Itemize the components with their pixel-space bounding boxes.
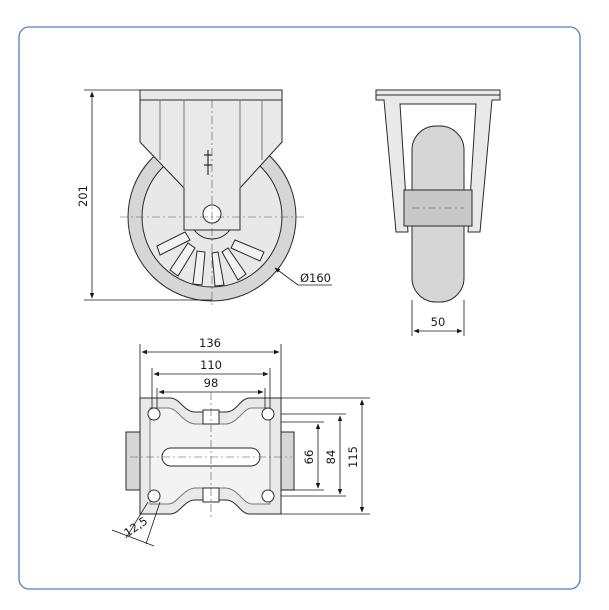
dim-wheel-width-label: 50: [431, 315, 446, 329]
frame-border: [18, 26, 581, 590]
mounting-holes: [147, 407, 275, 503]
hole-bottom-left: [147, 489, 161, 503]
fork-bracket: [139, 89, 283, 231]
dim-hole-spacing-inner-x-label: 98: [204, 376, 219, 390]
dim-hole-spacing-inner-y-label: 66: [302, 450, 316, 465]
side-view: [120, 89, 304, 305]
dim-hole-spacing-inner-y: [281, 421, 324, 491]
dim-hole-spacing-outer-x: [151, 368, 271, 408]
dim-hole-diameter: [111, 501, 161, 547]
top-view-plate: [125, 392, 295, 520]
hole-bottom-right: [261, 489, 275, 503]
wheel-spokes: [156, 231, 265, 287]
fork-front: [375, 89, 501, 233]
dim-wheel-diameter-label: Ø160: [300, 271, 331, 285]
brand-mark: [204, 150, 212, 175]
hole-top-left: [147, 407, 161, 421]
dim-plate-width-label: 136: [199, 336, 221, 350]
dim-wheel-width: [411, 300, 465, 336]
dim-wheel-diameter: [274, 267, 332, 286]
dim-hole-spacing-outer-y: [281, 413, 346, 497]
dim-hole-spacing-outer-y-label: 84: [324, 450, 338, 465]
dim-hole-spacing-outer-x-label: 110: [200, 358, 222, 372]
front-view: [375, 89, 501, 303]
dim-total-height: [84, 89, 212, 301]
hole-top-right: [261, 407, 275, 421]
dim-hole-spacing-inner-x: [156, 388, 266, 408]
dim-plate-length-label: 115: [346, 446, 360, 468]
dim-total-height-label: 201: [76, 185, 90, 207]
dim-plate-width: [139, 344, 282, 398]
dim-plate-length: [281, 397, 370, 515]
